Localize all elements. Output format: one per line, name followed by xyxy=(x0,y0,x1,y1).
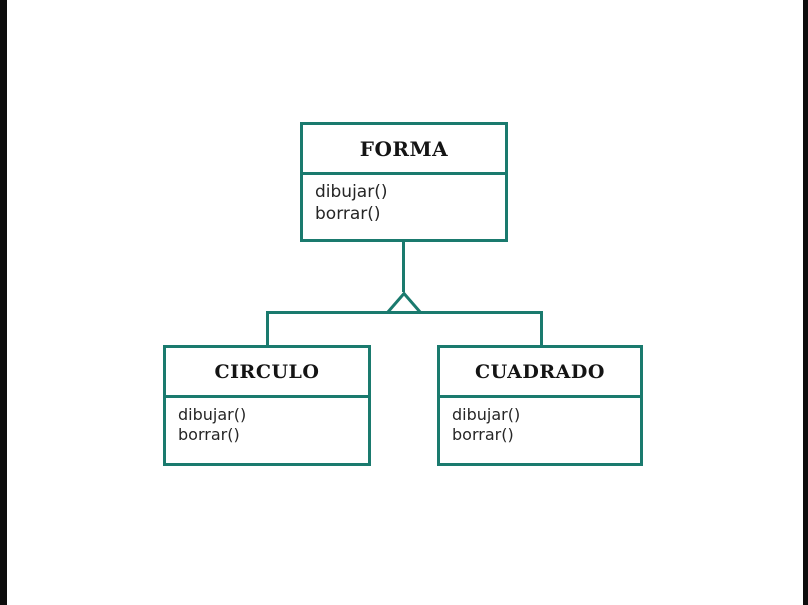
operation-item: dibujar() xyxy=(315,182,388,202)
class-operations-cuadrado: dibujar() borrar() xyxy=(440,398,640,463)
class-name-forma: FORMA xyxy=(303,125,505,175)
operation-item: dibujar() xyxy=(178,405,247,424)
inheritance-stem-line xyxy=(402,242,405,292)
uml-class-forma[interactable]: FORMA dibujar() borrar() xyxy=(300,122,508,242)
operation-item: borrar() xyxy=(315,203,381,224)
inheritance-triangle-icon xyxy=(384,291,424,314)
class-operations-circulo: dibujar() borrar() xyxy=(166,398,368,463)
left-letterbox-bar xyxy=(0,0,7,605)
operation-item: borrar() xyxy=(178,425,240,445)
right-letterbox-bar xyxy=(803,0,808,605)
uml-class-cuadrado[interactable]: CUADRADO dibujar() borrar() xyxy=(437,345,643,466)
inheritance-drop-line-cuadrado xyxy=(540,311,543,347)
operation-item: dibujar() xyxy=(452,405,521,424)
inheritance-drop-line-circulo xyxy=(266,311,269,347)
uml-class-circulo[interactable]: CIRCULO dibujar() borrar() xyxy=(163,345,371,466)
class-operations-forma: dibujar() borrar() xyxy=(303,175,505,239)
class-name-circulo: CIRCULO xyxy=(166,348,368,398)
class-name-cuadrado: CUADRADO xyxy=(440,348,640,398)
operation-item: borrar() xyxy=(452,425,514,445)
